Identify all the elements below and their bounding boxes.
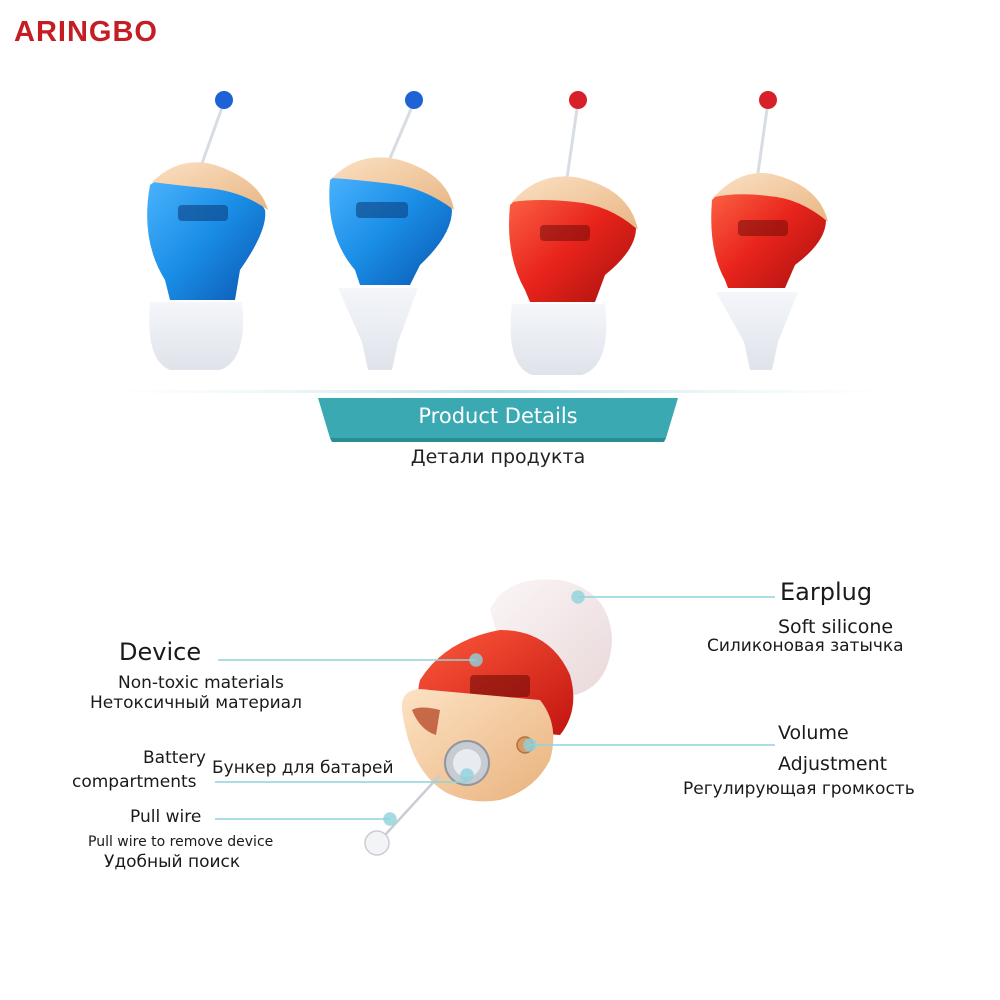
battery-title-line2: compartments (72, 772, 197, 792)
brand-logo: ARINGBO (14, 16, 158, 48)
product-row (147, 91, 828, 375)
device-desc-ru: Нетоксичный материал (90, 693, 302, 713)
banner-subtitle: Детали продукта (410, 446, 586, 468)
hearing-aid-red-flange (711, 91, 828, 370)
device-desc: Non-toxic materials (118, 673, 284, 693)
pull-wire-title: Pull wire (130, 807, 202, 827)
battery-desc-ru: Бункер для батарей (212, 758, 394, 778)
banner-title: Product Details (418, 404, 578, 428)
hearing-aid-red-round (509, 91, 638, 375)
volume-title-line2: Adjustment (778, 753, 888, 775)
shelf-reflection (100, 390, 900, 393)
earplug-desc: Soft silicone (778, 616, 894, 638)
earplug-desc-ru: Силиконовая затычка (707, 636, 904, 656)
device-title: Device (119, 638, 202, 666)
device-diagram (215, 579, 775, 856)
volume-desc-ru: Регулирующая громкость (683, 779, 915, 799)
pull-wire-desc: Pull wire to remove device (88, 834, 274, 850)
battery-title-line1: Battery (143, 748, 206, 768)
hearing-aid-blue-flange (329, 91, 454, 370)
product-details-banner (318, 398, 678, 442)
volume-title-line1: Volume (778, 722, 849, 744)
hearing-aid-blue-round (147, 91, 268, 370)
pull-wire-desc-ru: Удобный поиск (104, 852, 241, 872)
pull-wire (384, 774, 441, 836)
earplug-title: Earplug (780, 578, 873, 606)
